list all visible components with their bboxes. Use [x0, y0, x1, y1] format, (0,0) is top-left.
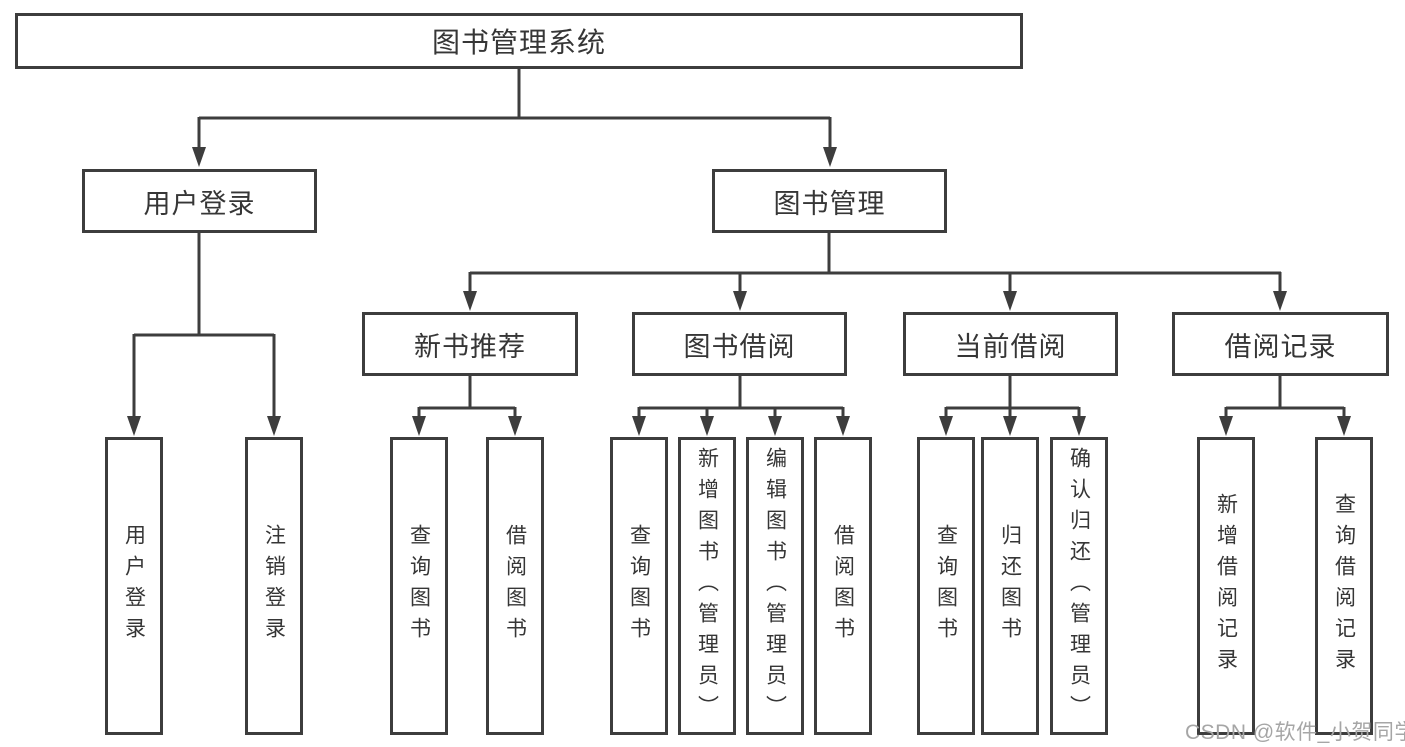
leaf-logout: 注销登录 — [245, 437, 303, 735]
node-current-borrow: 当前借阅 — [903, 312, 1118, 376]
leaf-return-books: 归还图书 — [981, 437, 1039, 735]
leaf-add-books-admin: 新增图书（管理员） — [678, 437, 736, 735]
leaf-user-login: 用户登录 — [105, 437, 163, 735]
node-new-book-recommend: 新书推荐 — [362, 312, 578, 376]
leaf-edit-books-admin: 编辑图书（管理员） — [746, 437, 804, 735]
node-book-borrow: 图书借阅 — [632, 312, 847, 376]
leaf-borrow-query-books: 查询图书 — [610, 437, 668, 735]
leaf-query-borrow-record: 查询借阅记录 — [1315, 437, 1373, 735]
csdn-watermark: CSDN @软件_小贺同学 — [1185, 721, 1405, 744]
leaf-confirm-return-admin: 确认归还（管理员） — [1050, 437, 1108, 735]
leaf-recommend-query-books: 查询图书 — [390, 437, 448, 735]
leaf-current-query-books: 查询图书 — [917, 437, 975, 735]
leaf-recommend-borrow-books: 借阅图书 — [486, 437, 544, 735]
node-root-system: 图书管理系统 — [15, 13, 1023, 69]
leaf-borrow-books: 借阅图书 — [814, 437, 872, 735]
node-borrow-records: 借阅记录 — [1172, 312, 1389, 376]
node-user-login: 用户登录 — [82, 169, 317, 233]
leaf-add-borrow-record: 新增借阅记录 — [1197, 437, 1255, 735]
node-book-management: 图书管理 — [712, 169, 947, 233]
